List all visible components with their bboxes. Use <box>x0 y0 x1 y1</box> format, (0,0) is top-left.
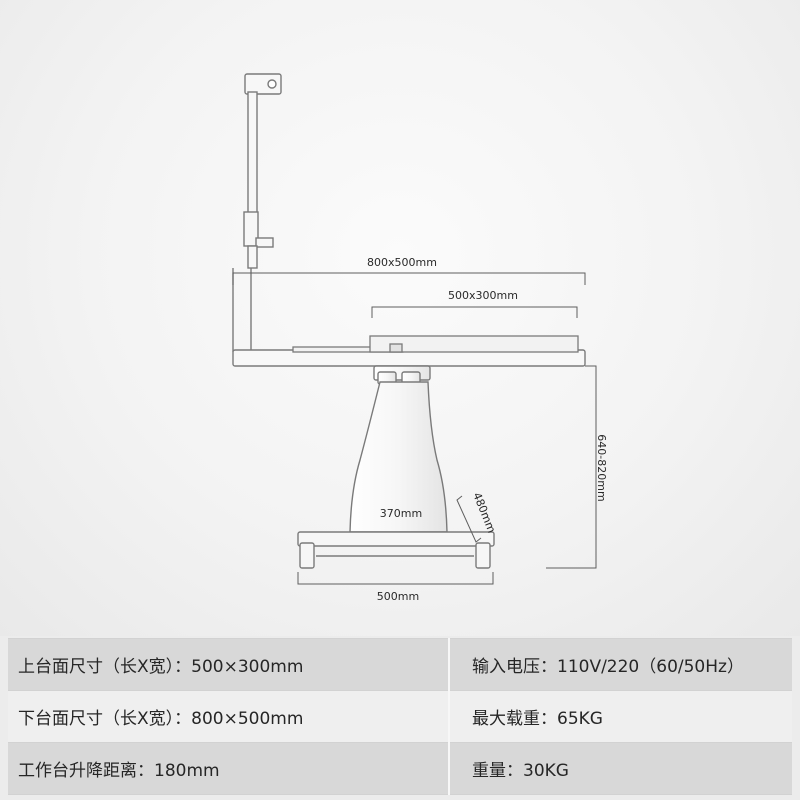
dim-label-column-width: 370mm <box>380 507 422 520</box>
lift-column <box>349 365 448 533</box>
dim-label-upper-top: 500x300mm <box>448 289 518 302</box>
spec-table: 上台面尺寸（长X宽）：500×300mm 输入电压：110V/220（60/50… <box>8 638 792 795</box>
dim-label-base-depth: 480mm <box>470 491 498 535</box>
dim-label-height-range: 640-820mm <box>595 434 608 501</box>
spec-row: 工作台升降距离：180mm 重量：30KG <box>8 742 792 795</box>
pole-clamp <box>244 73 282 95</box>
pole <box>243 73 282 269</box>
product-dimension-diagram: 800x500mm 500x300mm 640-820mm 370mm 480m… <box>0 0 800 636</box>
spec-max-load: 最大载重：65KG <box>449 690 792 743</box>
dimension-lines <box>232 272 597 585</box>
clamp-knob-icon <box>267 79 277 89</box>
pole-lower <box>247 245 258 269</box>
pole-upper <box>247 91 258 215</box>
table-drawing: 800x500mm 500x300mm 640-820mm 370mm 480m… <box>232 73 608 603</box>
dim-label-base-width: 500mm <box>377 590 419 603</box>
base <box>297 531 495 569</box>
dim-label-lower-top: 800x500mm <box>367 256 437 269</box>
spec-upper-top-size: 上台面尺寸（长X宽）：500×300mm <box>8 638 450 691</box>
spec-weight: 重量：30KG <box>449 742 792 795</box>
pole-knob <box>255 237 274 248</box>
spec-input-voltage: 输入电压：110V/220（60/50Hz） <box>449 638 792 691</box>
spec-lower-top-size: 下台面尺寸（长X宽）：800×500mm <box>8 690 450 743</box>
spec-lift-distance: 工作台升降距离：180mm <box>8 742 450 795</box>
spec-row: 下台面尺寸（长X宽）：800×500mm 最大载重：65KG <box>8 690 792 743</box>
upper-top <box>292 335 579 353</box>
spec-row: 上台面尺寸（长X宽）：500×300mm 输入电压：110V/220（60/50… <box>8 638 792 691</box>
